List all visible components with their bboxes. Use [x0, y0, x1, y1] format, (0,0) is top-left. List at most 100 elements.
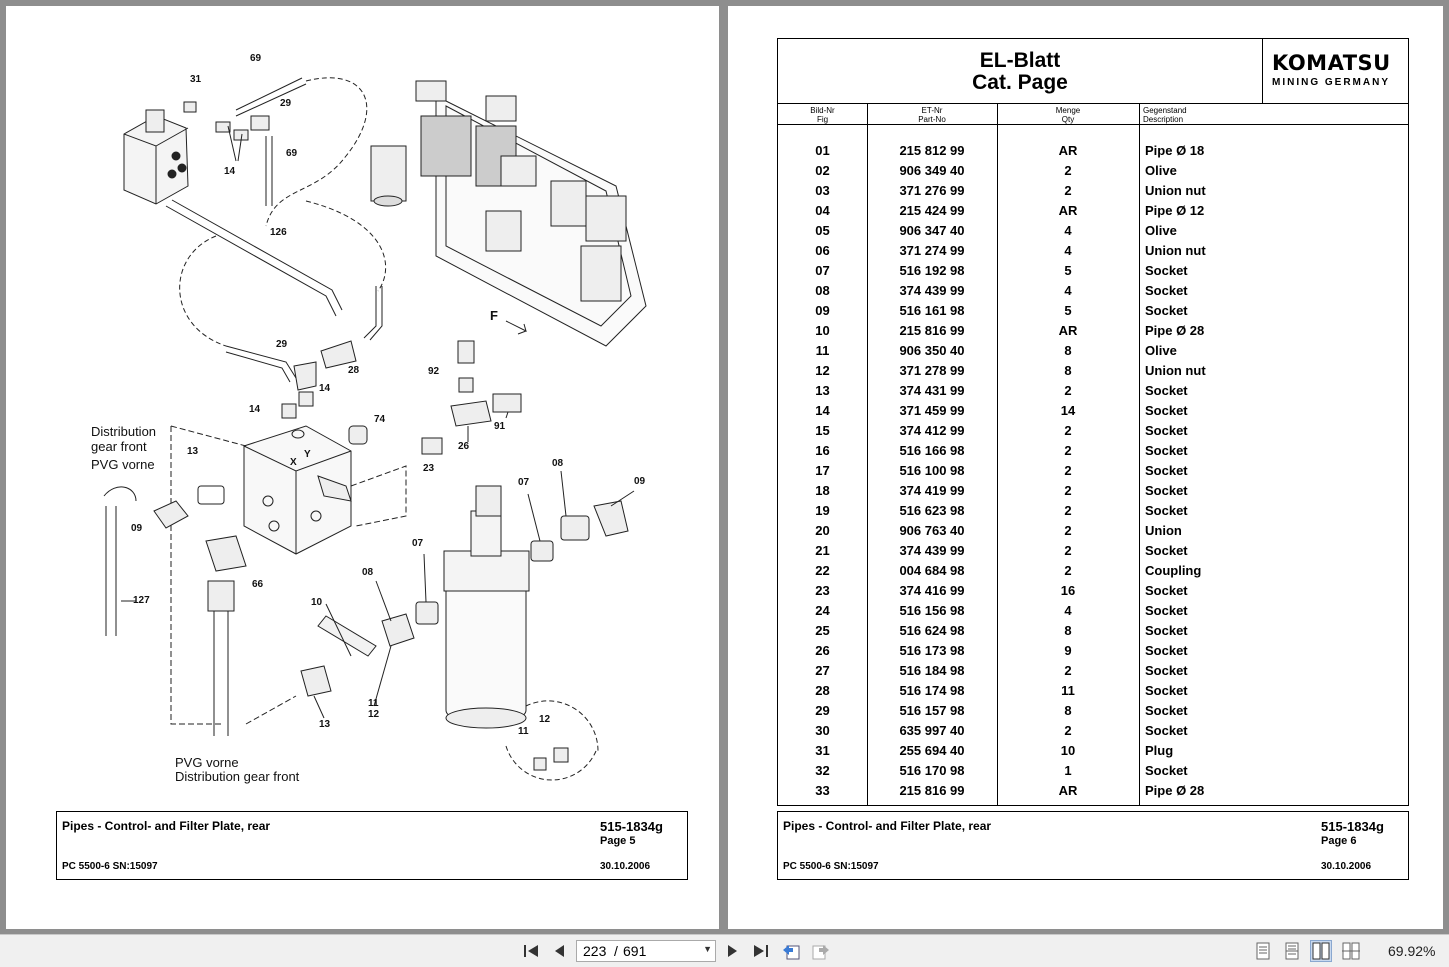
prev-page-icon [555, 945, 564, 957]
col-fig: Bild-Nr Fig [778, 106, 867, 124]
cell-part-no: 906 347 40 [899, 223, 965, 238]
komatsu-logo: KOMATSU MINING GERMANY [1263, 39, 1408, 103]
cell-description: Union nut [1145, 183, 1206, 198]
col-fig-en: Fig [816, 115, 829, 124]
left-page: 31 69 29 14 69 126 29 28 14 14 74 92 26 … [6, 6, 719, 929]
cell-description: Socket [1145, 503, 1188, 518]
cell-qty: 2 [1064, 163, 1072, 178]
cell-qty: 11 [1061, 683, 1075, 698]
col-desc-de: Gegenstand [1143, 106, 1187, 115]
forward-view-button[interactable] [810, 941, 832, 961]
cell-fig: 09 [815, 303, 830, 318]
cell-qty: AR [1058, 203, 1078, 218]
cell-fig: 05 [815, 223, 830, 238]
callout-127: 127 [133, 595, 150, 606]
col-desc-en: Description [1143, 115, 1184, 124]
page-number-field[interactable]: 223 / 691 ▼ [576, 940, 716, 962]
cell-description: Socket [1145, 463, 1188, 478]
chevron-down-icon[interactable]: ▼ [703, 944, 712, 954]
facing-pages-icon [1312, 942, 1330, 960]
cell-part-no: 215 816 99 [899, 783, 965, 798]
cell-description: Coupling [1145, 563, 1202, 578]
cell-part-no: 516 166 98 [899, 443, 965, 458]
cell-fig: 06 [815, 243, 830, 258]
cell-qty: AR [1058, 783, 1078, 798]
next-page-button[interactable] [722, 941, 744, 961]
cell-qty: 8 [1064, 623, 1072, 638]
facing-view-button[interactable] [1310, 940, 1332, 962]
note-top-line1: Distribution [91, 424, 156, 439]
callout-07-bottom: 07 [412, 538, 424, 549]
cell-qty: 2 [1064, 563, 1072, 578]
cell-description: Socket [1145, 723, 1188, 738]
continuous-view-button[interactable] [1281, 940, 1303, 962]
prev-page-button[interactable] [548, 941, 570, 961]
cell-description: Socket [1145, 423, 1188, 438]
cell-part-no: 374 412 99 [899, 423, 965, 438]
cell-fig: 12 [815, 363, 830, 378]
note-top-line2: gear front [91, 439, 147, 454]
footer-doc-number: 515-1834g [1321, 819, 1384, 834]
cell-description: Socket [1145, 403, 1188, 418]
callout-13-top: 13 [187, 446, 199, 457]
cell-fig: 21 [815, 543, 830, 558]
cell-part-no: 371 278 99 [899, 363, 965, 378]
cell-qty: 2 [1064, 483, 1072, 498]
cell-qty: 2 [1064, 523, 1072, 538]
callout-11-detail: 11 [518, 726, 529, 737]
continuous-page-icon [1285, 942, 1299, 960]
note-top-line3: PVG vorne [91, 457, 155, 472]
col-divider [867, 103, 868, 805]
col-qty-en: Qty [1061, 115, 1075, 124]
cell-qty: 8 [1064, 363, 1072, 378]
cell-fig: 17 [815, 463, 830, 478]
cell-part-no: 374 439 99 [899, 543, 965, 558]
last-page-button[interactable] [750, 941, 772, 961]
right-page: EL-Blatt Cat. Page KOMATSU MINING GERMAN… [728, 6, 1443, 929]
cell-fig: 28 [815, 683, 830, 698]
col-desc: Gegenstand Description [1143, 106, 1263, 124]
cell-qty: 4 [1064, 243, 1072, 258]
footer-model: PC 5500-6 SN:15097 [62, 861, 158, 872]
column-headers: Bild-Nr Fig ET-Nr Part-No Menge Qty Gege… [778, 103, 1408, 125]
cell-fig: 01 [815, 143, 830, 158]
footer-page: Page 5 [600, 835, 636, 847]
cell-fig: 30 [815, 723, 830, 738]
first-page-button[interactable] [520, 941, 542, 961]
cell-description: Socket [1145, 283, 1188, 298]
cell-part-no: 516 156 98 [899, 603, 965, 618]
callout-92: 92 [428, 366, 440, 377]
cell-part-no: 371 459 99 [899, 403, 965, 418]
callout-29-top: 29 [280, 98, 292, 109]
callout-11-bottom: 11 [368, 698, 379, 709]
cell-part-no: 215 816 99 [899, 323, 965, 338]
cell-fig: 03 [815, 183, 830, 198]
cell-description: Socket [1145, 683, 1188, 698]
callout-13-bottom: 13 [319, 719, 331, 730]
footer-model: PC 5500-6 SN:15097 [783, 861, 879, 872]
col-fig-de: Bild-Nr [810, 106, 835, 115]
zoom-level[interactable]: 69.92% [1388, 943, 1436, 959]
cell-qty: 2 [1064, 183, 1072, 198]
single-page-view-button[interactable] [1252, 940, 1274, 962]
current-page[interactable]: 223 [583, 943, 607, 959]
skip-first-icon [524, 945, 538, 957]
back-view-button[interactable] [780, 941, 802, 961]
header-title-line2: Cat. Page [972, 71, 1068, 94]
page-separator: / [614, 943, 618, 959]
cell-description: Socket [1145, 583, 1188, 598]
continuous-facing-view-button[interactable] [1340, 940, 1362, 962]
